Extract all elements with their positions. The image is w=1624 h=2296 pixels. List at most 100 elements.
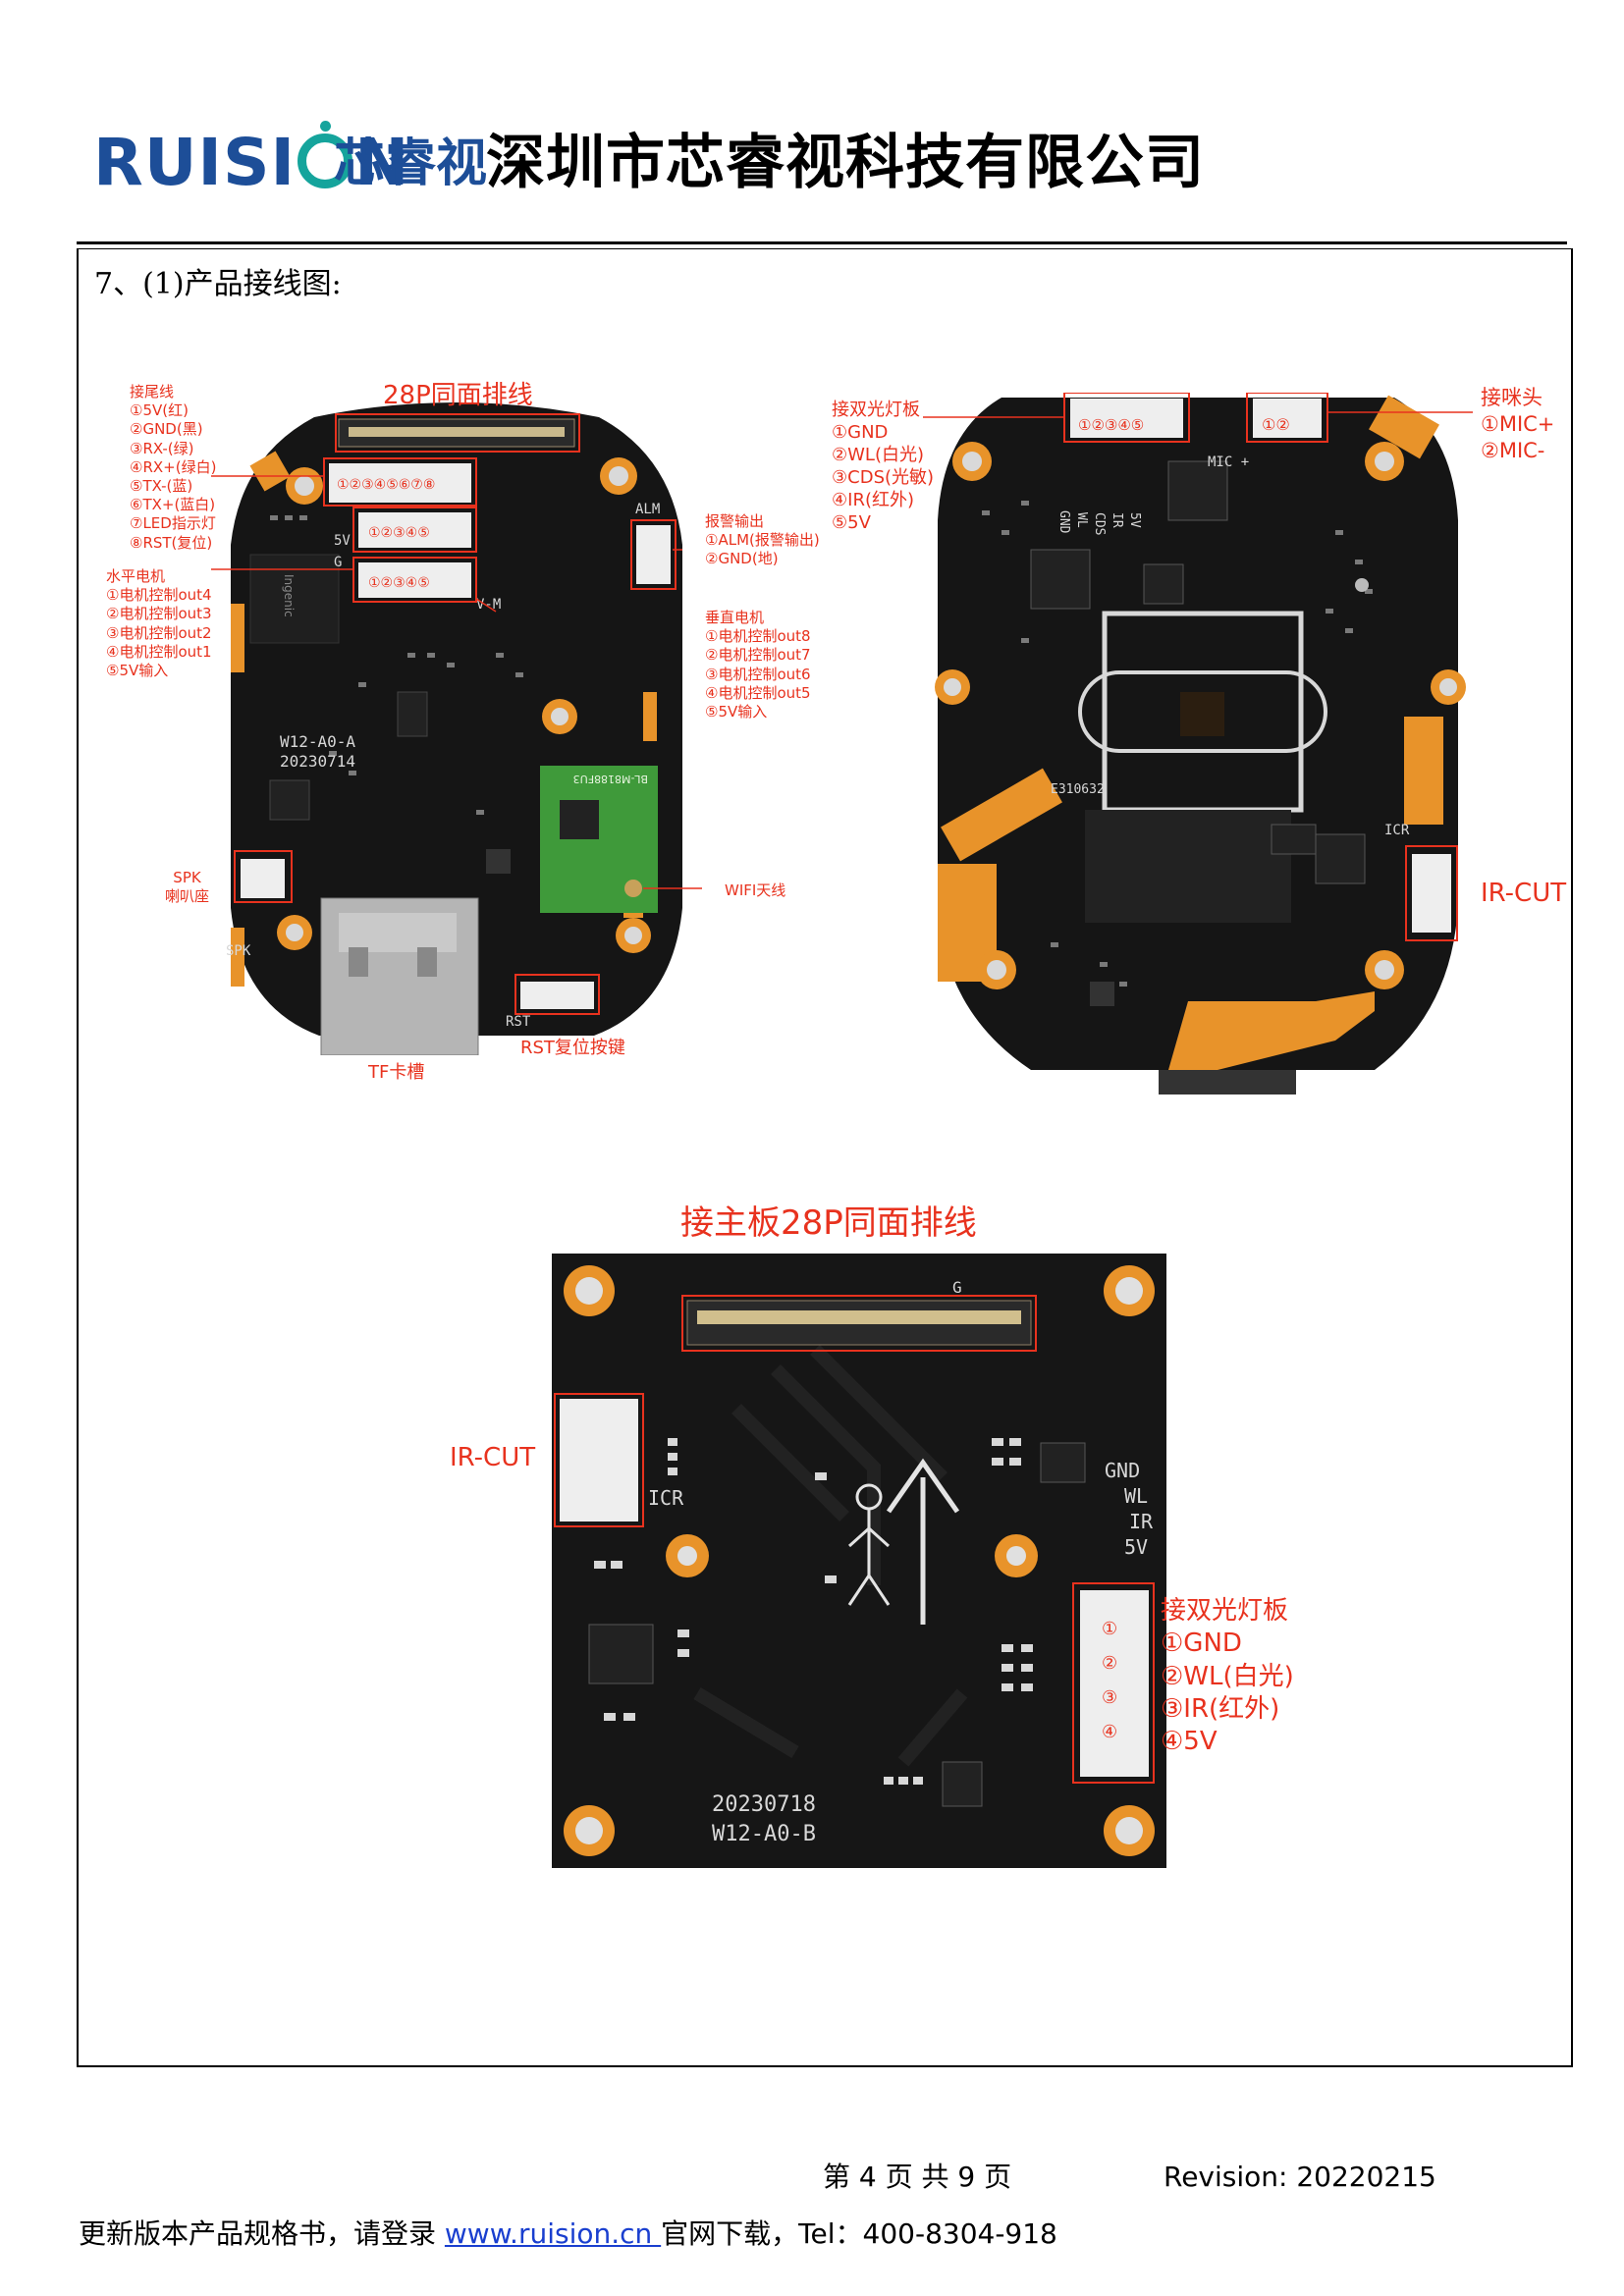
main-board-silk-g: G	[334, 555, 342, 570]
microphone-item: ①MIC+	[1481, 411, 1555, 436]
dual-light-board-title: 接双光灯板	[832, 400, 920, 420]
lamp-board-silk-icr: ICR	[648, 1486, 684, 1510]
tail-wire-item: ⑤TX-(蓝)	[130, 476, 193, 495]
revision: Revision: 20220215	[1164, 2161, 1436, 2193]
lamp-board-connector-item: ②WL(白光)	[1161, 1661, 1294, 1691]
ircut-label-right: IR-CUT	[1481, 879, 1567, 908]
alarm-output-item: ①ALM(报警输出)	[705, 531, 820, 550]
page-header: RUISI N 芯睿视 深圳市芯睿视科技有限公司	[0, 0, 1624, 245]
sensor-board-silk-icr: ICR	[1384, 823, 1410, 838]
speaker-subtitle: 喇叭座	[165, 887, 210, 906]
tail-wire-item: ④RX+(绿白)	[130, 457, 217, 476]
tf-card-slot-label: TF卡槽	[368, 1062, 425, 1083]
vertical-motor-item: ②电机控制out7	[705, 646, 811, 665]
footer-note: 更新版本产品规格书，请登录 www.ruision.cn 官网下载，Tel：40…	[79, 2216, 1057, 2252]
logo-chinese: 芯睿视	[334, 134, 488, 193]
main-board-silk-spk: SPK	[226, 943, 251, 959]
main-board-silk-model: W12-A0-A	[280, 732, 355, 751]
sensor-board-silk-mic: MIC +	[1208, 454, 1249, 470]
lamp-board-silk-wl: WL	[1124, 1484, 1148, 1508]
horizontal-motor-item: ④电机控制out1	[106, 642, 212, 661]
fpc-28p-label: 28P同面排线	[383, 381, 533, 410]
sensor-board-silk-gnd: GND	[1056, 510, 1071, 534]
logo-text-pre: RUISI	[93, 125, 297, 200]
horizontal-motor-item: ①电机控制out4	[106, 586, 212, 605]
lamp-board-silk-5v: 5V	[1124, 1535, 1148, 1559]
horizontal-motor-label: 水平电机 ①电机控制out4 ②电机控制out3 ③电机控制out2 ④电机控制…	[106, 567, 212, 680]
horizontal-motor-item: ③电机控制out2	[106, 623, 212, 642]
main-board-silk-rst: RST	[506, 1014, 531, 1030]
speaker-label: SPK 喇叭座	[165, 869, 209, 906]
vertical-motor-item: ④电机控制out5	[705, 683, 811, 702]
main-board-image: ①②③④⑤⑥⑦⑧ ①②③④⑤ ①②③④⑤ Ingenic BL-M8188FU3…	[211, 402, 702, 1055]
logo: RUISI N	[93, 121, 410, 200]
tail-wire-title: 接尾线	[130, 383, 175, 400]
lamp-board-silk-date: 20230718	[712, 1792, 816, 1817]
lamp-board-connector-label: 接双光灯板 ①GND ②WL(白光) ③IR(红外) ④5V	[1161, 1595, 1294, 1758]
footer-note-pre: 更新版本产品规格书，请登录	[79, 2217, 445, 2250]
section-title: 7、(1)产品接线图:	[94, 267, 342, 301]
vertical-motor-label: 垂直电机 ①电机控制out8 ②电机控制out7 ③电机控制out6 ④电机控制…	[705, 609, 811, 721]
svg-text:④: ④	[1102, 1722, 1117, 1742]
tail-wire-item: ⑦LED指示灯	[130, 514, 216, 533]
alarm-output-label: 报警输出 ①ALM(报警输出) ②GND(地)	[705, 512, 820, 569]
dual-light-board-item: ①GND	[832, 422, 889, 444]
content-frame	[77, 248, 1573, 2067]
dual-light-board-item: ④IR(红外)	[832, 490, 914, 511]
svg-text:①: ①	[1102, 1619, 1117, 1639]
main-board-silk-alm: ALM	[635, 502, 660, 517]
logo-text-post: N	[354, 125, 410, 200]
speaker-title: SPK	[173, 869, 201, 886]
svg-text:①②③④⑤: ①②③④⑤	[368, 525, 430, 541]
lamp-board-silk-gnd: GND	[1105, 1459, 1140, 1482]
lamp-board-connector-item: ①GND	[1161, 1629, 1242, 1659]
sensor-board-silk-5v: 5V	[1127, 512, 1142, 528]
sensor-board-image: ①②③④⑤ ①② MIC + ICR E310632 GND WL CDS IR…	[923, 393, 1473, 1095]
main-board-silk-vm: V-M	[476, 597, 501, 613]
wifi-antenna-label: WIFI天线	[725, 881, 786, 899]
svg-text:①②③④⑤⑥⑦⑧: ①②③④⑤⑥⑦⑧	[337, 477, 435, 493]
lamp-adapter-board-image: ①②③④ 20230718 W12-A0-B ICR GND WL IR 5V …	[552, 1254, 1166, 1868]
vertical-motor-title: 垂直电机	[705, 609, 765, 626]
tail-wire-item: ⑧RST(复位)	[130, 533, 213, 552]
svg-text:③: ③	[1102, 1687, 1117, 1708]
tail-wire-label: 接尾线 ①5V(红) ②GND(黑) ③RX-(绿) ④RX+(绿白) ⑤TX-…	[130, 383, 216, 553]
main-board-silk-date: 20230714	[280, 752, 355, 771]
lamp-board-silk-g: G	[952, 1278, 962, 1297]
company-name: 深圳市芯睿视科技有限公司	[486, 129, 1205, 197]
main-board-silk-5v: 5V	[334, 533, 351, 549]
dual-light-board-item: ②WL(白光)	[832, 445, 925, 466]
sensor-board-silk-cds: CDS	[1092, 512, 1107, 535]
tail-wire-item: ③RX-(绿)	[130, 439, 194, 457]
horizontal-motor-title: 水平电机	[106, 567, 166, 585]
sensor-board-silk-ir: IR	[1110, 512, 1124, 528]
website-link[interactable]: www.ruision.cn	[444, 2217, 662, 2250]
dual-light-board-item: ③CDS(光敏)	[832, 467, 935, 489]
svg-text:①②: ①②	[1262, 415, 1290, 434]
lamp-board-connector-item: ③IR(红外)	[1161, 1693, 1280, 1724]
tail-wire-item: ②GND(黑)	[130, 420, 203, 439]
dual-light-board-label: 接双光灯板 ①GND ②WL(白光) ③CDS(光敏) ④IR(红外) ⑤5V	[832, 399, 934, 534]
lamp-board-connector-title: 接双光灯板	[1161, 1596, 1289, 1626]
ircut-label-bottom: IR-CUT	[450, 1443, 536, 1472]
svg-text:①②③④⑤: ①②③④⑤	[368, 575, 430, 591]
sensor-board-silk-wl: WL	[1074, 512, 1089, 528]
sensor-board-silk-code: E310632	[1051, 782, 1105, 797]
horizontal-motor-item: ②电机控制out3	[106, 605, 212, 623]
dual-light-board-item: ⑤5V	[832, 512, 871, 534]
vertical-motor-item: ①电机控制out8	[705, 627, 811, 646]
lamp-board-connector-item: ④5V	[1161, 1727, 1218, 1757]
svg-text:①②③④⑤: ①②③④⑤	[1078, 416, 1144, 434]
tail-wire-item: ①5V(红)	[130, 401, 189, 420]
header-divider	[77, 241, 1567, 244]
logo-o-icon	[298, 121, 353, 188]
reset-button-label: RST复位按键	[520, 1038, 625, 1058]
microphone-item: ②MIC-	[1481, 438, 1545, 462]
alarm-output-title: 报警输出	[705, 512, 765, 530]
page-number: 第 4 页 共 9 页	[823, 2161, 1012, 2193]
microphone-label: 接咪头 ①MIC+ ②MIC-	[1481, 385, 1554, 464]
horizontal-motor-item: ⑤5V输入	[106, 661, 169, 679]
soc-chip-label: Ingenic	[282, 574, 296, 617]
vertical-motor-item: ③电机控制out6	[705, 665, 811, 683]
footer-note-post: 官网下载，Tel：400-8304-918	[661, 2217, 1057, 2250]
